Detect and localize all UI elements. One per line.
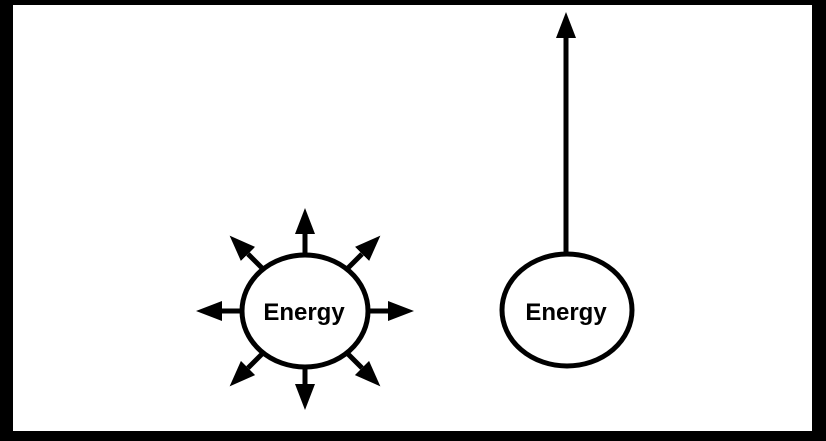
directed-energy-figure: Energy (499, 12, 635, 369)
energy-label-radiating: Energy (263, 299, 345, 326)
energy-label-directed: Energy (525, 299, 607, 326)
diagram-canvas (13, 5, 812, 431)
energy-circle-directed (499, 251, 635, 369)
energy-circle-radiating (239, 252, 371, 370)
radiating-energy-figure: Energy (196, 208, 414, 410)
